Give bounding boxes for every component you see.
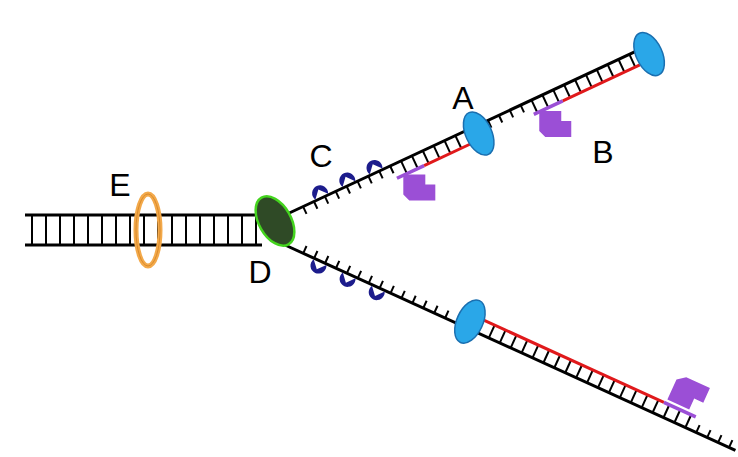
parent-strand <box>25 244 262 247</box>
base-pair <box>199 215 201 245</box>
ssb-protein <box>337 272 356 289</box>
base-tick <box>554 355 560 368</box>
base-tick <box>653 400 659 413</box>
part-label: A <box>452 82 473 114</box>
base-pair <box>31 215 33 245</box>
base-tick <box>455 136 461 149</box>
base-pair <box>73 215 75 245</box>
part-label: B <box>592 136 613 168</box>
primase <box>403 174 435 200</box>
part-label: E <box>109 169 130 201</box>
base-tick <box>576 365 582 378</box>
base-pair <box>87 215 89 245</box>
base-tick <box>674 410 680 423</box>
base-tick <box>553 90 559 103</box>
base-tick <box>564 85 570 98</box>
ssb-protein <box>337 170 357 188</box>
upper-arm <box>279 28 679 261</box>
ssb-protein <box>364 157 384 175</box>
base-tick <box>423 151 429 164</box>
base-pair <box>101 215 103 245</box>
base-tick <box>511 335 517 348</box>
base-tick <box>543 350 549 363</box>
base-tick <box>685 415 691 428</box>
primase <box>539 111 571 137</box>
polymerase <box>457 107 500 160</box>
base-tick <box>620 385 626 398</box>
template-strand <box>285 245 735 450</box>
base-tick <box>609 380 615 393</box>
base-pair <box>143 215 145 245</box>
sliding-clamp-edge <box>136 194 160 266</box>
sliding-clamp <box>136 194 160 266</box>
part-label: D <box>248 256 271 288</box>
base-tick <box>489 325 495 338</box>
ssb-protein <box>366 285 385 302</box>
base-tick <box>434 146 440 159</box>
base-tick <box>664 405 670 418</box>
base-tick <box>533 345 539 358</box>
base-pair <box>115 215 117 245</box>
base-tick <box>587 370 593 383</box>
base-tick <box>586 75 592 88</box>
ssb-proteins <box>308 259 386 303</box>
base-pair <box>45 215 47 245</box>
base-tick <box>500 330 506 343</box>
base-tick <box>445 141 451 154</box>
base-tick <box>522 340 528 353</box>
base-tick <box>608 65 614 78</box>
base-tick <box>629 54 635 67</box>
ssb-protein <box>308 259 327 276</box>
ssb-protein <box>309 183 329 201</box>
base-tick <box>619 59 625 72</box>
polymerase <box>449 295 492 348</box>
part-label: C <box>309 140 332 172</box>
base-tick <box>575 80 581 93</box>
base-pair <box>227 215 229 245</box>
base-pair <box>59 215 61 245</box>
new-strand <box>484 320 664 402</box>
base-tick <box>542 95 548 108</box>
helicase <box>248 190 303 253</box>
okazaki-fragment <box>563 65 640 101</box>
base-pair <box>185 215 187 245</box>
base-pair <box>241 215 243 245</box>
base-tick <box>412 156 418 169</box>
base-tick <box>597 70 603 83</box>
okazaki-fragment <box>424 144 470 166</box>
base-tick <box>401 161 407 174</box>
base-tick <box>598 375 604 388</box>
template-strand <box>285 42 657 215</box>
base-tick <box>565 360 571 373</box>
base-tick <box>631 390 637 403</box>
base-tick <box>532 100 538 113</box>
base-tick <box>642 395 648 408</box>
lower-arm <box>278 203 738 457</box>
primase <box>667 374 710 414</box>
polymerase <box>628 28 671 81</box>
base-pair <box>213 215 215 245</box>
base-pair <box>129 215 131 245</box>
parent-strand <box>25 214 262 217</box>
parent-duplex <box>25 215 262 245</box>
base-pair <box>171 215 173 245</box>
